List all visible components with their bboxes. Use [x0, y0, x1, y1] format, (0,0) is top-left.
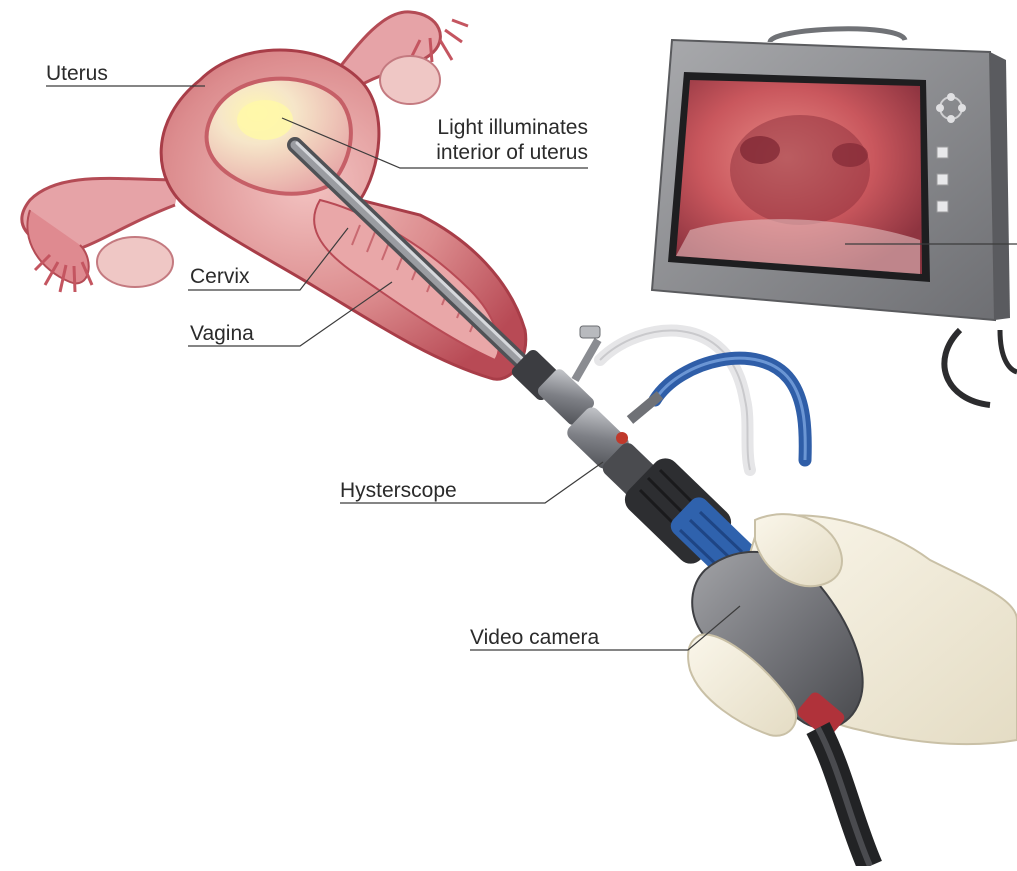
- vagina-label: Vagina: [190, 322, 254, 346]
- cervix-label: Cervix: [190, 265, 250, 289]
- light-label-line1: Light illuminates: [400, 115, 588, 140]
- video-camera-label: Video camera: [470, 626, 599, 650]
- light-label-line2: interior of uterus: [400, 140, 588, 165]
- uterus-label: Uterus: [46, 62, 108, 86]
- hysterscope-label: Hysterscope: [340, 479, 457, 503]
- monitor: [652, 29, 1017, 405]
- video-camera: [619, 453, 1017, 866]
- leader-lines: [46, 86, 740, 650]
- hysteroscope: [295, 143, 670, 510]
